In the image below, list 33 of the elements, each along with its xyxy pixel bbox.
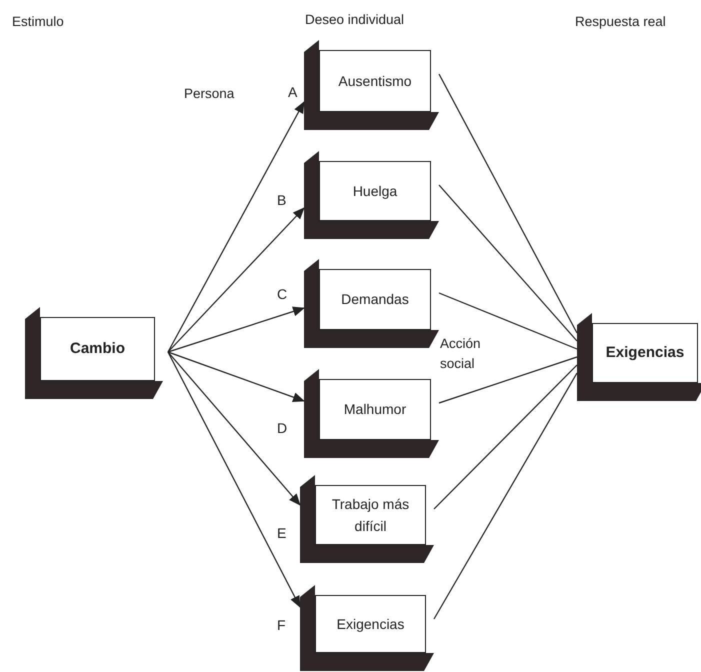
arrow [167, 101, 305, 352]
process-box [300, 585, 434, 671]
box-label: Exigencias [336, 614, 404, 634]
box-label: Demandas [341, 290, 409, 310]
box-label: Malhumor [344, 400, 406, 420]
box-label: Cambio [70, 339, 125, 359]
arrow [168, 207, 305, 352]
annotation-text: Acción social [440, 335, 482, 374]
box-label: Ausentismo [338, 72, 412, 91]
arrow [167, 352, 301, 608]
column-heading: Respuesta real [575, 13, 666, 31]
path-letter: E [277, 525, 286, 541]
process-box [577, 313, 701, 401]
arrow [168, 351, 305, 402]
box-label: Trabajo más difícil [330, 494, 410, 536]
path-letter: D [277, 420, 288, 436]
path-letter: B [277, 192, 286, 208]
process-box [300, 475, 434, 563]
path-letter: A [288, 84, 298, 100]
arrow [168, 352, 301, 506]
box-label: Exigencias [606, 343, 684, 363]
column-heading: Estimulo [12, 13, 64, 31]
arrow [168, 306, 305, 353]
annotation-text: Persona [184, 85, 234, 103]
process-box [25, 307, 163, 399]
process-box [304, 151, 439, 239]
process-box [304, 369, 439, 458]
column-heading: Deseo individual [305, 11, 404, 29]
box-label: Huelga [352, 182, 398, 201]
path-letter: C [277, 286, 288, 302]
process-box [304, 40, 439, 130]
path-letter: F [277, 617, 286, 633]
process-box [304, 259, 439, 348]
